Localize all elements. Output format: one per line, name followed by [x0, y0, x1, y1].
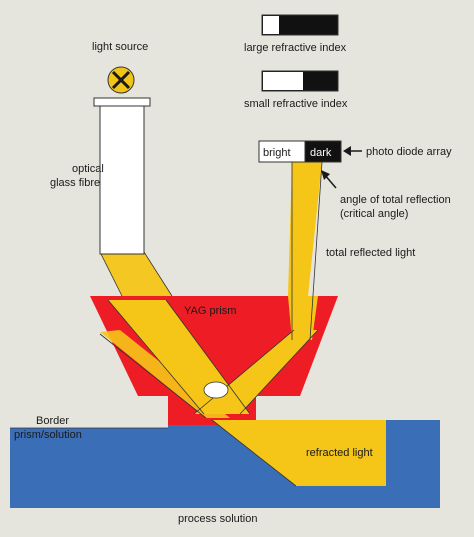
total-reflected-light-label: total reflected light — [326, 247, 415, 259]
glass-fibre-label: glass fibre — [50, 177, 100, 189]
lamp-cross-icon — [107, 66, 135, 94]
photo-diode-array — [258, 140, 342, 163]
small-index-indicator — [261, 70, 339, 92]
prism-solution-label: prism/solution — [14, 429, 82, 441]
arrow-left-icon — [343, 146, 362, 156]
beam-outlines — [99, 161, 323, 487]
yag-prism-label: YAG prism — [184, 305, 236, 317]
large-index-indicator — [261, 14, 339, 36]
critical-angle-label: (critical angle) — [340, 208, 408, 220]
angle-total-reflection-label: angle of total reflection — [340, 194, 451, 206]
optical-label: optical — [72, 163, 104, 175]
prism-hole — [203, 381, 229, 399]
optical-glass-fibre — [99, 103, 145, 255]
process-solution-label: process solution — [178, 513, 258, 525]
small-refractive-index-label: small refractive index — [244, 98, 348, 110]
large-refractive-index-label: large refractive index — [244, 42, 347, 54]
refracted-light-beam — [212, 420, 386, 486]
photo-diode-array-label: photo diode array — [366, 146, 452, 158]
dark-label: dark — [310, 147, 332, 159]
bright-label: bright — [263, 147, 291, 159]
fibre-cap — [93, 97, 151, 107]
incident-light-beam — [100, 252, 172, 296]
total-reflected-light-beam — [288, 162, 322, 296]
border-label: Border — [36, 415, 69, 427]
refracted-light-label: refracted light — [306, 447, 373, 459]
critical-angle-arrow-icon — [321, 170, 337, 189]
cross-light-beam — [100, 330, 230, 418]
light-source-label: light source — [92, 41, 148, 53]
